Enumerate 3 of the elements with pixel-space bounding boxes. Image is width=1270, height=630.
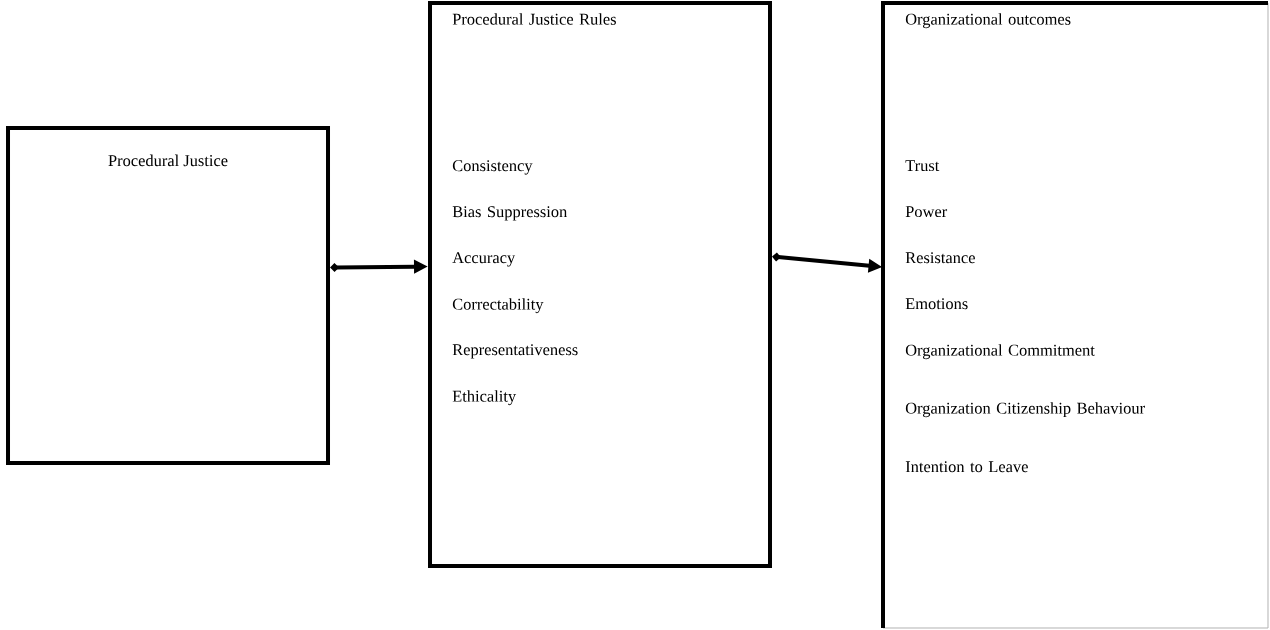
text-box: Organizational outcomes Trust Power Resistance Emotions Organizational Commitment Organization Citizenship Behaviour Intention to Leave [881,1,1269,629]
text-box: Procedural Justice Rules Consistency Bias Suppression Accuracy Correctability Representativeness Ethicality [428,1,772,568]
text-box: Procedural Justice [6,126,330,465]
